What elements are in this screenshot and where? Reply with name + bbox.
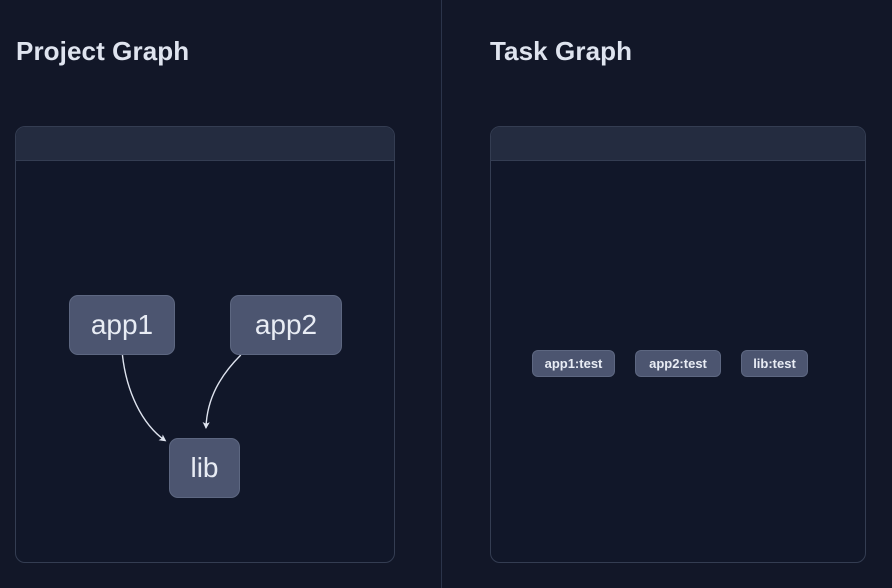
task-node-app1-test-label: app1:test xyxy=(544,356,603,371)
task-graph-title: Task Graph xyxy=(490,36,633,66)
edge-app1-to-lib xyxy=(121,354,167,442)
task-node-app2-test[interactable]: app2:test xyxy=(635,350,721,377)
project-node-app1-label: app1 xyxy=(90,309,154,340)
task-graph-canvas[interactable]: app1:test app2:test lib:test xyxy=(491,161,865,562)
task-node-app1-test[interactable]: app1:test xyxy=(532,350,615,377)
edge-app2-to-lib xyxy=(202,354,242,430)
project-graph-title: Project Graph xyxy=(16,36,190,66)
project-node-lib[interactable]: lib xyxy=(169,438,240,498)
project-graph-panel: app1 app2 lib xyxy=(15,126,395,563)
project-node-lib-label: lib xyxy=(190,452,219,483)
project-graph-canvas[interactable]: app1 app2 lib xyxy=(16,161,394,562)
project-node-app2-label: app2 xyxy=(254,309,318,340)
project-graph-panel-header xyxy=(16,127,394,161)
task-node-lib-test[interactable]: lib:test xyxy=(741,350,808,377)
task-graph-panel: app1:test app2:test lib:test xyxy=(490,126,866,563)
task-graph-column: Task Graph app1:test app2:test lib:test xyxy=(441,0,892,588)
project-graph-edges xyxy=(121,354,242,442)
project-node-app2[interactable]: app2 xyxy=(230,295,342,355)
project-node-app1[interactable]: app1 xyxy=(69,295,175,355)
task-node-app2-test-label: app2:test xyxy=(649,356,707,371)
task-node-lib-test-label: lib:test xyxy=(753,356,796,371)
column-divider xyxy=(441,0,442,588)
project-graph-column: Project Graph xyxy=(0,0,441,588)
task-graph-panel-header xyxy=(491,127,865,161)
